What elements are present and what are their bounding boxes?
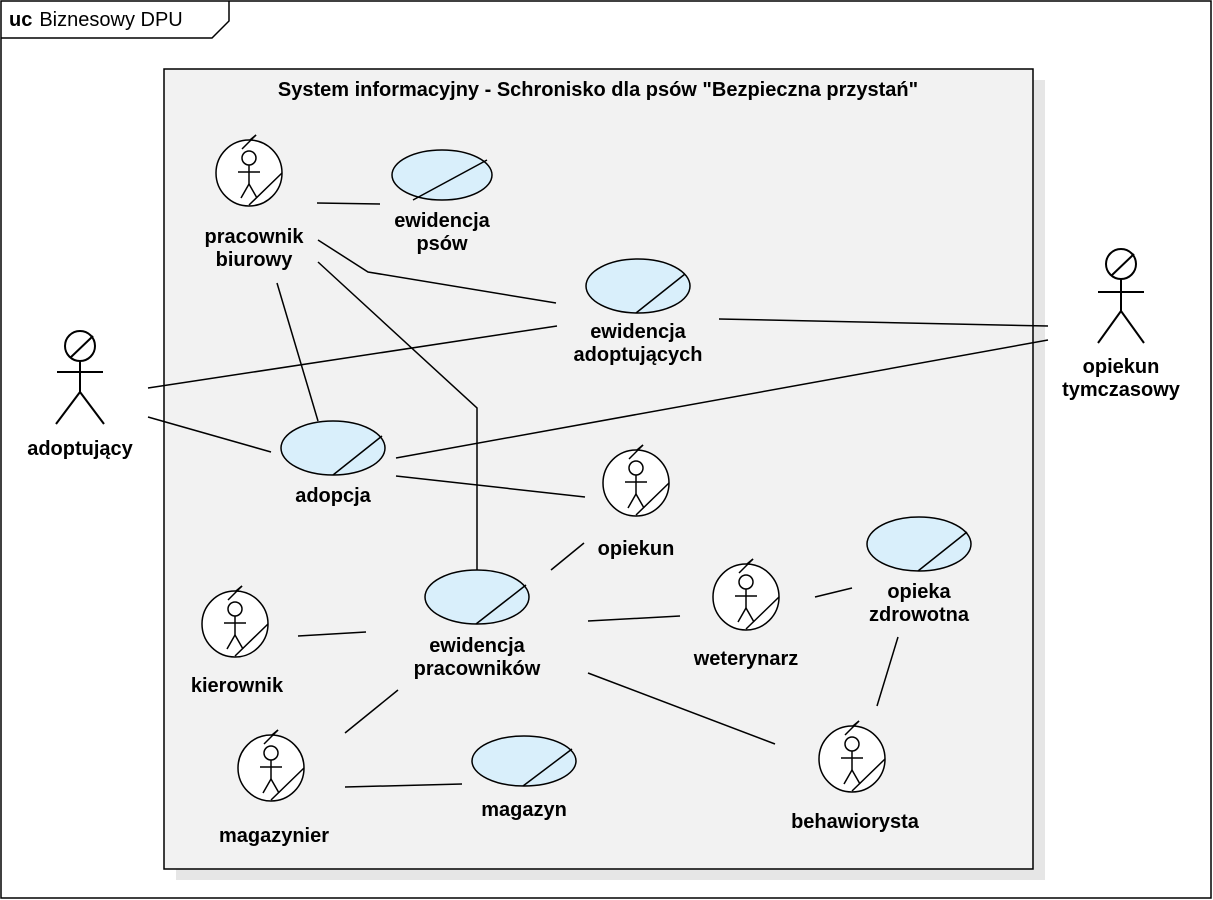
business-use-case-icon bbox=[471, 735, 577, 787]
use-case-label: magazyn bbox=[481, 799, 567, 821]
frame-tab bbox=[1, 1, 230, 39]
frame-title: Biznesowy DPU bbox=[39, 9, 182, 31]
assoc-magazynier-magazyn bbox=[344, 783, 463, 788]
actor-adoptujacy[interactable]: adoptujący bbox=[27, 330, 134, 460]
worker-opiekun[interactable]: opiekun bbox=[598, 444, 675, 560]
business-worker-icon bbox=[712, 558, 780, 631]
assoc-adopcja-opiekun-tymczasowy bbox=[395, 339, 1049, 459]
assoc-pracownik-ewidencja-psow bbox=[316, 202, 381, 205]
use-case-label: zdrowotna bbox=[869, 604, 970, 626]
actor-label: tymczasowy bbox=[1062, 379, 1181, 401]
assoc-adoptujacy-adopcja bbox=[147, 416, 272, 453]
business-worker-icon bbox=[201, 585, 269, 658]
worker-label: behawiorysta bbox=[791, 811, 920, 833]
use-case-ewidencja-pracownikow[interactable]: ewidencja pracowników bbox=[414, 569, 541, 680]
business-use-case-icon bbox=[391, 149, 493, 201]
worker-label: opiekun bbox=[598, 538, 675, 560]
use-case-label: pracowników bbox=[414, 658, 541, 680]
assoc-weterynarz-opieka-zdrowotna bbox=[814, 587, 853, 598]
use-case-adopcja[interactable]: adopcja bbox=[280, 420, 386, 507]
business-worker-icon bbox=[818, 720, 886, 793]
use-case-label: adopcja bbox=[295, 485, 371, 507]
actor-opiekun-tymczasowy[interactable]: opiekun tymczasowy bbox=[1062, 248, 1181, 401]
use-case-magazyn[interactable]: magazyn bbox=[471, 735, 577, 821]
assoc-opiekun-ewidencja-pracownikow bbox=[550, 542, 585, 571]
business-worker-icon bbox=[602, 444, 670, 517]
worker-label: biurowy bbox=[216, 249, 294, 271]
use-case-label: ewidencja bbox=[590, 321, 686, 343]
worker-behawiorysta[interactable]: behawiorysta bbox=[791, 720, 920, 833]
worker-label: kierownik bbox=[191, 675, 284, 697]
worker-pracownik-biurowy[interactable]: pracownik biurowy bbox=[205, 134, 305, 271]
frame-label: uc Biznesowy DPU bbox=[9, 9, 183, 31]
use-case-ewidencja-adoptujacych[interactable]: ewidencja adoptujących bbox=[574, 258, 703, 366]
frame-keyword: uc bbox=[9, 9, 32, 31]
use-case-label: adoptujących bbox=[574, 344, 703, 366]
business-worker-icon bbox=[237, 729, 305, 802]
business-actor-icon bbox=[1097, 248, 1145, 344]
actor-label: opiekun bbox=[1083, 356, 1160, 378]
system-title: System informacyjny - Schronisko dla psó… bbox=[278, 79, 918, 101]
use-case-ewidencja-psow[interactable]: ewidencja psów bbox=[391, 149, 493, 255]
worker-label: pracownik bbox=[205, 226, 305, 248]
assoc-adoptujacy-ewidencja-adoptujacych bbox=[147, 325, 558, 389]
use-case-label: ewidencja bbox=[429, 635, 525, 657]
assoc-magazynier-ewidencja-pracownikow bbox=[344, 689, 399, 734]
associations bbox=[147, 202, 1049, 788]
assoc-adopcja-opiekun bbox=[395, 475, 586, 498]
use-case-label: psów bbox=[416, 233, 468, 255]
assoc-pracownik-ewidencja-adoptujacych bbox=[317, 239, 557, 304]
assoc-opieka-zdrowotna-behawiorysta bbox=[876, 636, 899, 707]
business-use-case-icon bbox=[424, 569, 530, 625]
use-case-opieka-zdrowotna[interactable]: opieka zdrowotna bbox=[866, 516, 972, 626]
business-worker-icon bbox=[215, 134, 283, 207]
worker-magazynier[interactable]: magazynier bbox=[219, 729, 329, 847]
actor-label: adoptujący bbox=[27, 438, 133, 460]
worker-weterynarz[interactable]: weterynarz bbox=[693, 558, 799, 670]
worker-label: magazynier bbox=[219, 825, 329, 847]
assoc-kierownik-ewidencja-pracownikow bbox=[297, 631, 367, 637]
assoc-ewidencja-pracownikow-behawiorysta bbox=[587, 672, 776, 745]
assoc-ewidencja-pracownikow-weterynarz bbox=[587, 615, 681, 622]
use-case-label: opieka bbox=[887, 581, 951, 603]
worker-label: weterynarz bbox=[693, 648, 799, 670]
business-use-case-icon bbox=[280, 420, 386, 476]
business-actor-icon bbox=[55, 330, 105, 425]
business-use-case-icon bbox=[585, 258, 691, 314]
business-use-case-icon bbox=[866, 516, 972, 572]
assoc-ewidencja-adoptujacych-opiekun-tymczasowy bbox=[718, 318, 1049, 327]
assoc-pracownik-ewidencja-pracownikow bbox=[317, 261, 478, 570]
assoc-pracownik-adopcja bbox=[276, 282, 319, 422]
use-case-label: ewidencja bbox=[394, 210, 490, 232]
worker-kierownik[interactable]: kierownik bbox=[191, 585, 284, 697]
